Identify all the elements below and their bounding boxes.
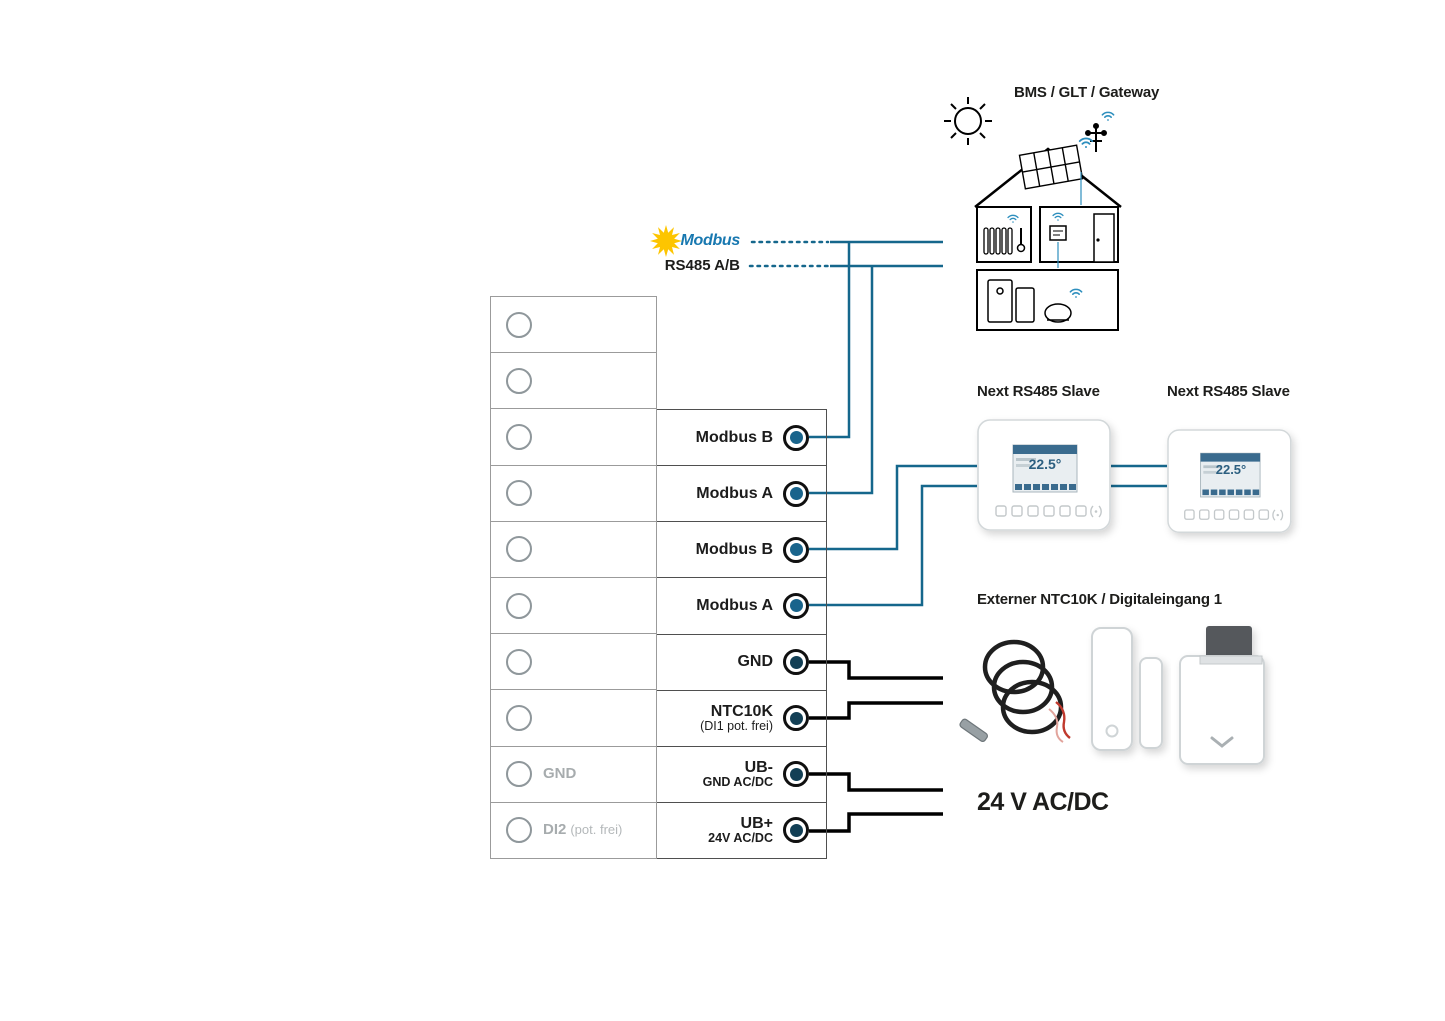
power-supply-label: 24 V AC/DC: [977, 788, 1109, 816]
modbus-logo-text: Modbus: [680, 232, 740, 249]
terminal-row-ntc10k: NTC10K(DI1 pot. frei): [657, 690, 827, 747]
door-contact-icon: [1091, 627, 1163, 751]
screw-terminal-pin: [506, 536, 532, 563]
thermometer-icon: [1016, 228, 1026, 253]
boiler-icon: [987, 279, 1035, 323]
screw-terminal-pin: [506, 367, 532, 394]
rs485-label: RS485 A/B: [664, 257, 740, 274]
screw-terminal-pin: [506, 480, 532, 507]
terminal-row: [491, 297, 657, 354]
terminal-row-modbus-b1: Modbus B: [657, 410, 827, 467]
terminal-left-label: GND: [543, 765, 577, 783]
screw-terminal-pin: [506, 817, 532, 844]
wall-thermostat-display: [1053, 230, 1063, 236]
sun-icon: [944, 97, 992, 145]
terminal-row-ub-plus: UB+24V AC/DC: [657, 802, 827, 859]
modbus-wires: [748, 240, 1167, 607]
terminal-block-right-column: Modbus B Modbus A Modbus B Modbus A GND …: [657, 409, 827, 859]
screw-terminal-pin: [506, 761, 532, 788]
slave-left-label: Next RS485 Slave: [977, 383, 1100, 400]
thermostat-device-left: [978, 420, 1110, 530]
screw-terminal-pin: [506, 592, 532, 619]
terminal-row-modbus-b2: Modbus B: [657, 522, 827, 579]
modbus-b2-slave-wire: [809, 464, 977, 551]
terminal-row-modbus-a1: Modbus A: [657, 466, 827, 523]
wifi-icon: [1078, 137, 1094, 149]
thermostat-left-reading: 22.5°: [1028, 456, 1062, 472]
terminal-row: GND: [491, 746, 657, 803]
terminal-row: [491, 577, 657, 635]
terminal-sublabel: 24V AC/DC: [708, 831, 773, 846]
gnd-wire: [809, 660, 943, 680]
terminal-block-left-column: GND DI2(pot. frei): [490, 296, 657, 859]
terminal-label: Modbus B: [695, 428, 773, 446]
ntc10k-wire: [809, 701, 943, 720]
thermostat-right-reading: 22.5°: [1215, 462, 1247, 477]
door-icon: [1093, 213, 1115, 263]
terminal-row: [491, 521, 657, 578]
modbus-a2-slave-wire: [809, 484, 977, 607]
house-roof: [974, 147, 1122, 208]
terminal-label: NTC10K: [710, 702, 773, 720]
screw-terminal-pin: [506, 704, 532, 731]
bms-house-illustration: [944, 97, 1122, 331]
solar-panel-icon: [1018, 144, 1084, 190]
terminal-row: [491, 465, 657, 522]
terminal-row: [491, 353, 657, 410]
wire-terminal: [783, 817, 809, 844]
terminal-row-ub-minus: UB-GND AC/DC: [657, 746, 827, 803]
terminal-label: UB+: [740, 814, 773, 832]
modbus-star-icon: [650, 225, 682, 257]
wire-terminal: [783, 705, 809, 732]
wire-terminal: [783, 480, 809, 507]
wifi-icon: [1101, 111, 1115, 122]
wire-terminal: [783, 592, 809, 619]
wire-terminal: [783, 424, 809, 451]
bms-gateway-label: BMS / GLT / Gateway: [1014, 84, 1160, 101]
wall-thermostat-icon: [1049, 225, 1067, 241]
house-signal-lines: [1057, 172, 1082, 268]
screw-terminal-pin: [506, 648, 532, 675]
wire-terminal: [783, 761, 809, 788]
gateway-device-icon: [1044, 303, 1072, 323]
ub-minus-wire: [809, 772, 943, 792]
terminal-label: Modbus B: [695, 541, 773, 559]
radiator-icon: [983, 227, 1013, 255]
slave-right-label: Next RS485 Slave: [1167, 383, 1290, 400]
cable-sensor-icon: [959, 639, 1071, 743]
ub-plus-wire: [809, 812, 943, 833]
terminal-label: Modbus A: [696, 597, 773, 615]
screw-terminal-pin: [506, 311, 532, 338]
terminal-row: DI2(pot. frei): [491, 802, 657, 859]
terminal-label: Modbus A: [696, 484, 773, 502]
terminal-row-gnd: GND: [657, 634, 827, 691]
external-sensor-label: Externer NTC10K / Digitaleingang 1: [977, 591, 1222, 608]
terminal-row: [491, 690, 657, 747]
modbus-b1-riser-wire: [809, 242, 851, 439]
screw-terminal-pin: [506, 423, 532, 450]
terminal-left-sublabel: (pot. frei): [570, 822, 623, 838]
modbus-a1-riser-wire: [809, 266, 874, 495]
terminal-sublabel: (DI1 pot. frei): [700, 719, 773, 734]
power-sensor-wires: [809, 660, 943, 833]
terminal-sublabel: GND AC/DC: [702, 775, 773, 790]
terminal-row: [491, 634, 657, 691]
terminal-label: UB-: [744, 758, 773, 776]
terminal-left-label: DI2: [543, 821, 567, 839]
terminal-label: GND: [737, 653, 773, 671]
card-switch-icon: [1179, 626, 1265, 765]
thermostat-device-right: [1168, 430, 1291, 532]
terminal-row: [491, 409, 657, 466]
wire-terminal: [783, 536, 809, 563]
wire-terminal: [783, 649, 809, 676]
terminal-row-modbus-a2: Modbus A: [657, 578, 827, 635]
